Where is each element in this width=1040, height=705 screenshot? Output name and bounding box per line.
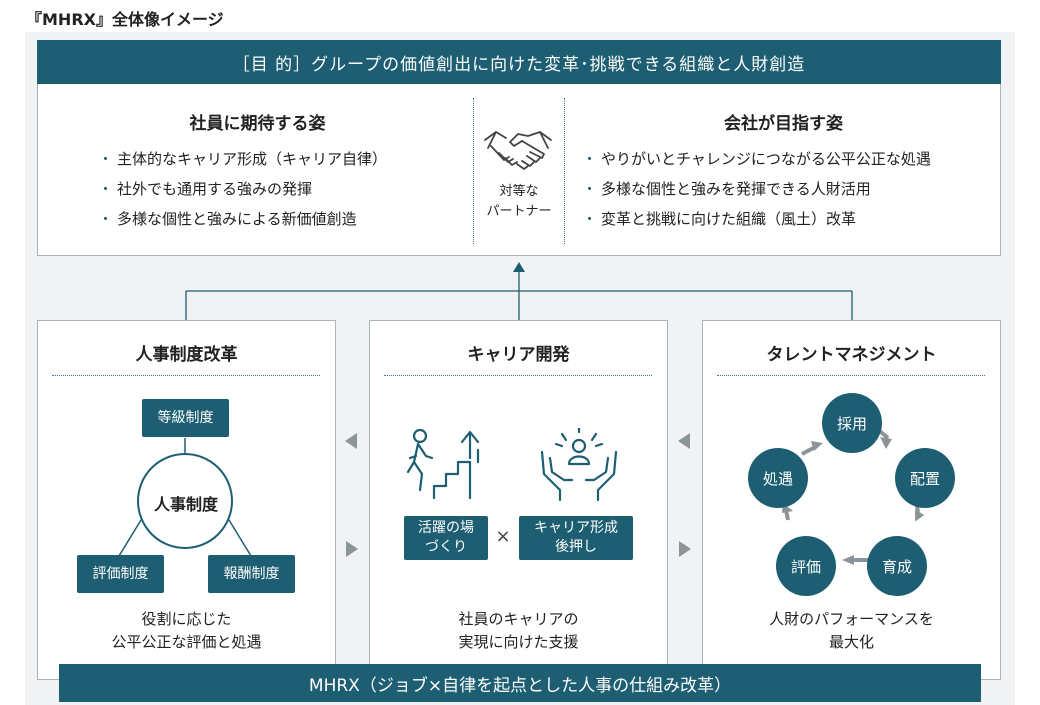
divider-left <box>473 98 474 244</box>
arrow-left-1 <box>345 433 357 449</box>
page-title: 『MHRX』全体像イメージ <box>26 10 224 29</box>
career-desc: 社員のキャリアの 実現に向けた支援 <box>369 608 668 655</box>
employee-item-3-text: 多様な個性と強みによる新価値創造 <box>117 210 357 228</box>
cycle-recruit: 採用 <box>822 393 882 453</box>
ideal-state-box <box>37 84 1001 256</box>
arrow-right-1 <box>346 541 358 557</box>
opportunity-box: 活躍の場づくり <box>404 516 488 560</box>
handshake-icon <box>482 122 554 172</box>
grade-system-box: 等級制度 <box>142 399 229 437</box>
talent-title: タレントマネジメント <box>766 345 937 365</box>
compensation-system-box: 報酬制度 <box>208 555 295 593</box>
career-support-line-2: 後押し <box>555 539 597 555</box>
partner-line-1: 対等な <box>499 184 539 199</box>
divider-right <box>564 98 565 244</box>
bullet-marker: ・ <box>98 180 114 198</box>
talent-card <box>702 320 1001 680</box>
hr-reform-desc-line-1: 役割に応じた <box>141 610 232 628</box>
employee-item-3: ・多様な個性と強みによる新価値創造 <box>98 208 357 229</box>
company-item-2: ・多様な個性と強みを発揮できる人財活用 <box>582 178 871 199</box>
hr-system-lines <box>118 438 252 557</box>
bullet-marker: ・ <box>98 150 114 168</box>
arrow-right-2 <box>679 541 691 557</box>
career-support-line-1: キャリア形成 <box>534 520 618 537</box>
employee-item-2-text: 社外でも通用する強みの発揮 <box>117 180 313 198</box>
hr-system-center: 人事制度 <box>153 495 218 514</box>
hr-reform-desc: 役割に応じた 公平公正な評価と処遇 <box>37 608 336 655</box>
employee-item-1: ・主体的なキャリア形成（キャリア自律） <box>98 148 387 169</box>
arrow-left-2 <box>678 433 690 449</box>
talent-separator <box>717 375 985 376</box>
career-desc-line-2: 実現に向けた支援 <box>458 633 579 652</box>
opportunity-line-2: づくり <box>425 539 467 555</box>
company-item-1-text: やりがいとチャレンジにつながる公平公正な処遇 <box>601 150 931 168</box>
partner-line-2: パートナー <box>486 204 552 220</box>
employee-heading: 社員に期待する姿 <box>189 114 326 134</box>
company-item-3: ・変革と挑戦に向けた組織（風土）改革 <box>582 208 856 229</box>
bullet-marker: ・ <box>582 210 598 228</box>
cross-symbol: × <box>495 526 511 547</box>
company-item-2-text: 多様な個性と強みを発揮できる人財活用 <box>601 180 871 198</box>
opportunity-line-1: 活躍の場 <box>418 520 474 537</box>
cycle-placement: 配置 <box>895 448 955 508</box>
bullet-marker: ・ <box>98 210 114 228</box>
career-desc-line-1: 社員のキャリアの <box>458 610 579 628</box>
career-card <box>369 320 668 680</box>
hands-person-icon <box>536 426 622 502</box>
hr-reform-separator <box>52 375 320 376</box>
purpose-bar: ［目 的］グループの価値創出に向けた変革･挑戦できる組織と人財創造 <box>37 40 1001 84</box>
evaluation-system-box: 評価制度 <box>77 555 164 593</box>
employee-item-1-text: 主体的なキャリア形成（キャリア自律） <box>117 150 388 168</box>
cycle-evaluation: 評価 <box>776 536 836 596</box>
hr-reform-desc-line-2: 公平公正な評価と処遇 <box>111 633 262 652</box>
career-support-box: キャリア形成後押し <box>519 516 633 560</box>
stairs-walker-icon <box>404 428 488 502</box>
hr-reform-title: 人事制度改革 <box>135 345 238 365</box>
career-separator <box>384 375 652 376</box>
talent-desc: 人財のパフォーマンスを 最大化 <box>702 608 1001 655</box>
career-title: キャリア開発 <box>467 345 570 365</box>
talent-desc-line-2: 最大化 <box>828 633 874 652</box>
talent-desc-line-1: 人財のパフォーマンスを <box>769 610 934 628</box>
company-heading: 会社が目指す姿 <box>724 114 843 134</box>
bullet-marker: ・ <box>582 180 598 198</box>
company-item-3-text: 変革と挑戦に向けた組織（風土）改革 <box>601 210 857 228</box>
partner-label: 対等な パートナー <box>474 182 564 222</box>
company-item-1: ・やりがいとチャレンジにつながる公平公正な処遇 <box>582 148 931 169</box>
cycle-development: 育成 <box>867 536 927 596</box>
cycle-treatment: 処遇 <box>748 448 808 508</box>
foundation-bar: MHRX（ジョブ×自律を起点とした人事の仕組み改革） <box>59 664 981 702</box>
employee-item-2: ・社外でも通用する強みの発揮 <box>98 178 312 199</box>
bullet-marker: ・ <box>582 150 598 168</box>
